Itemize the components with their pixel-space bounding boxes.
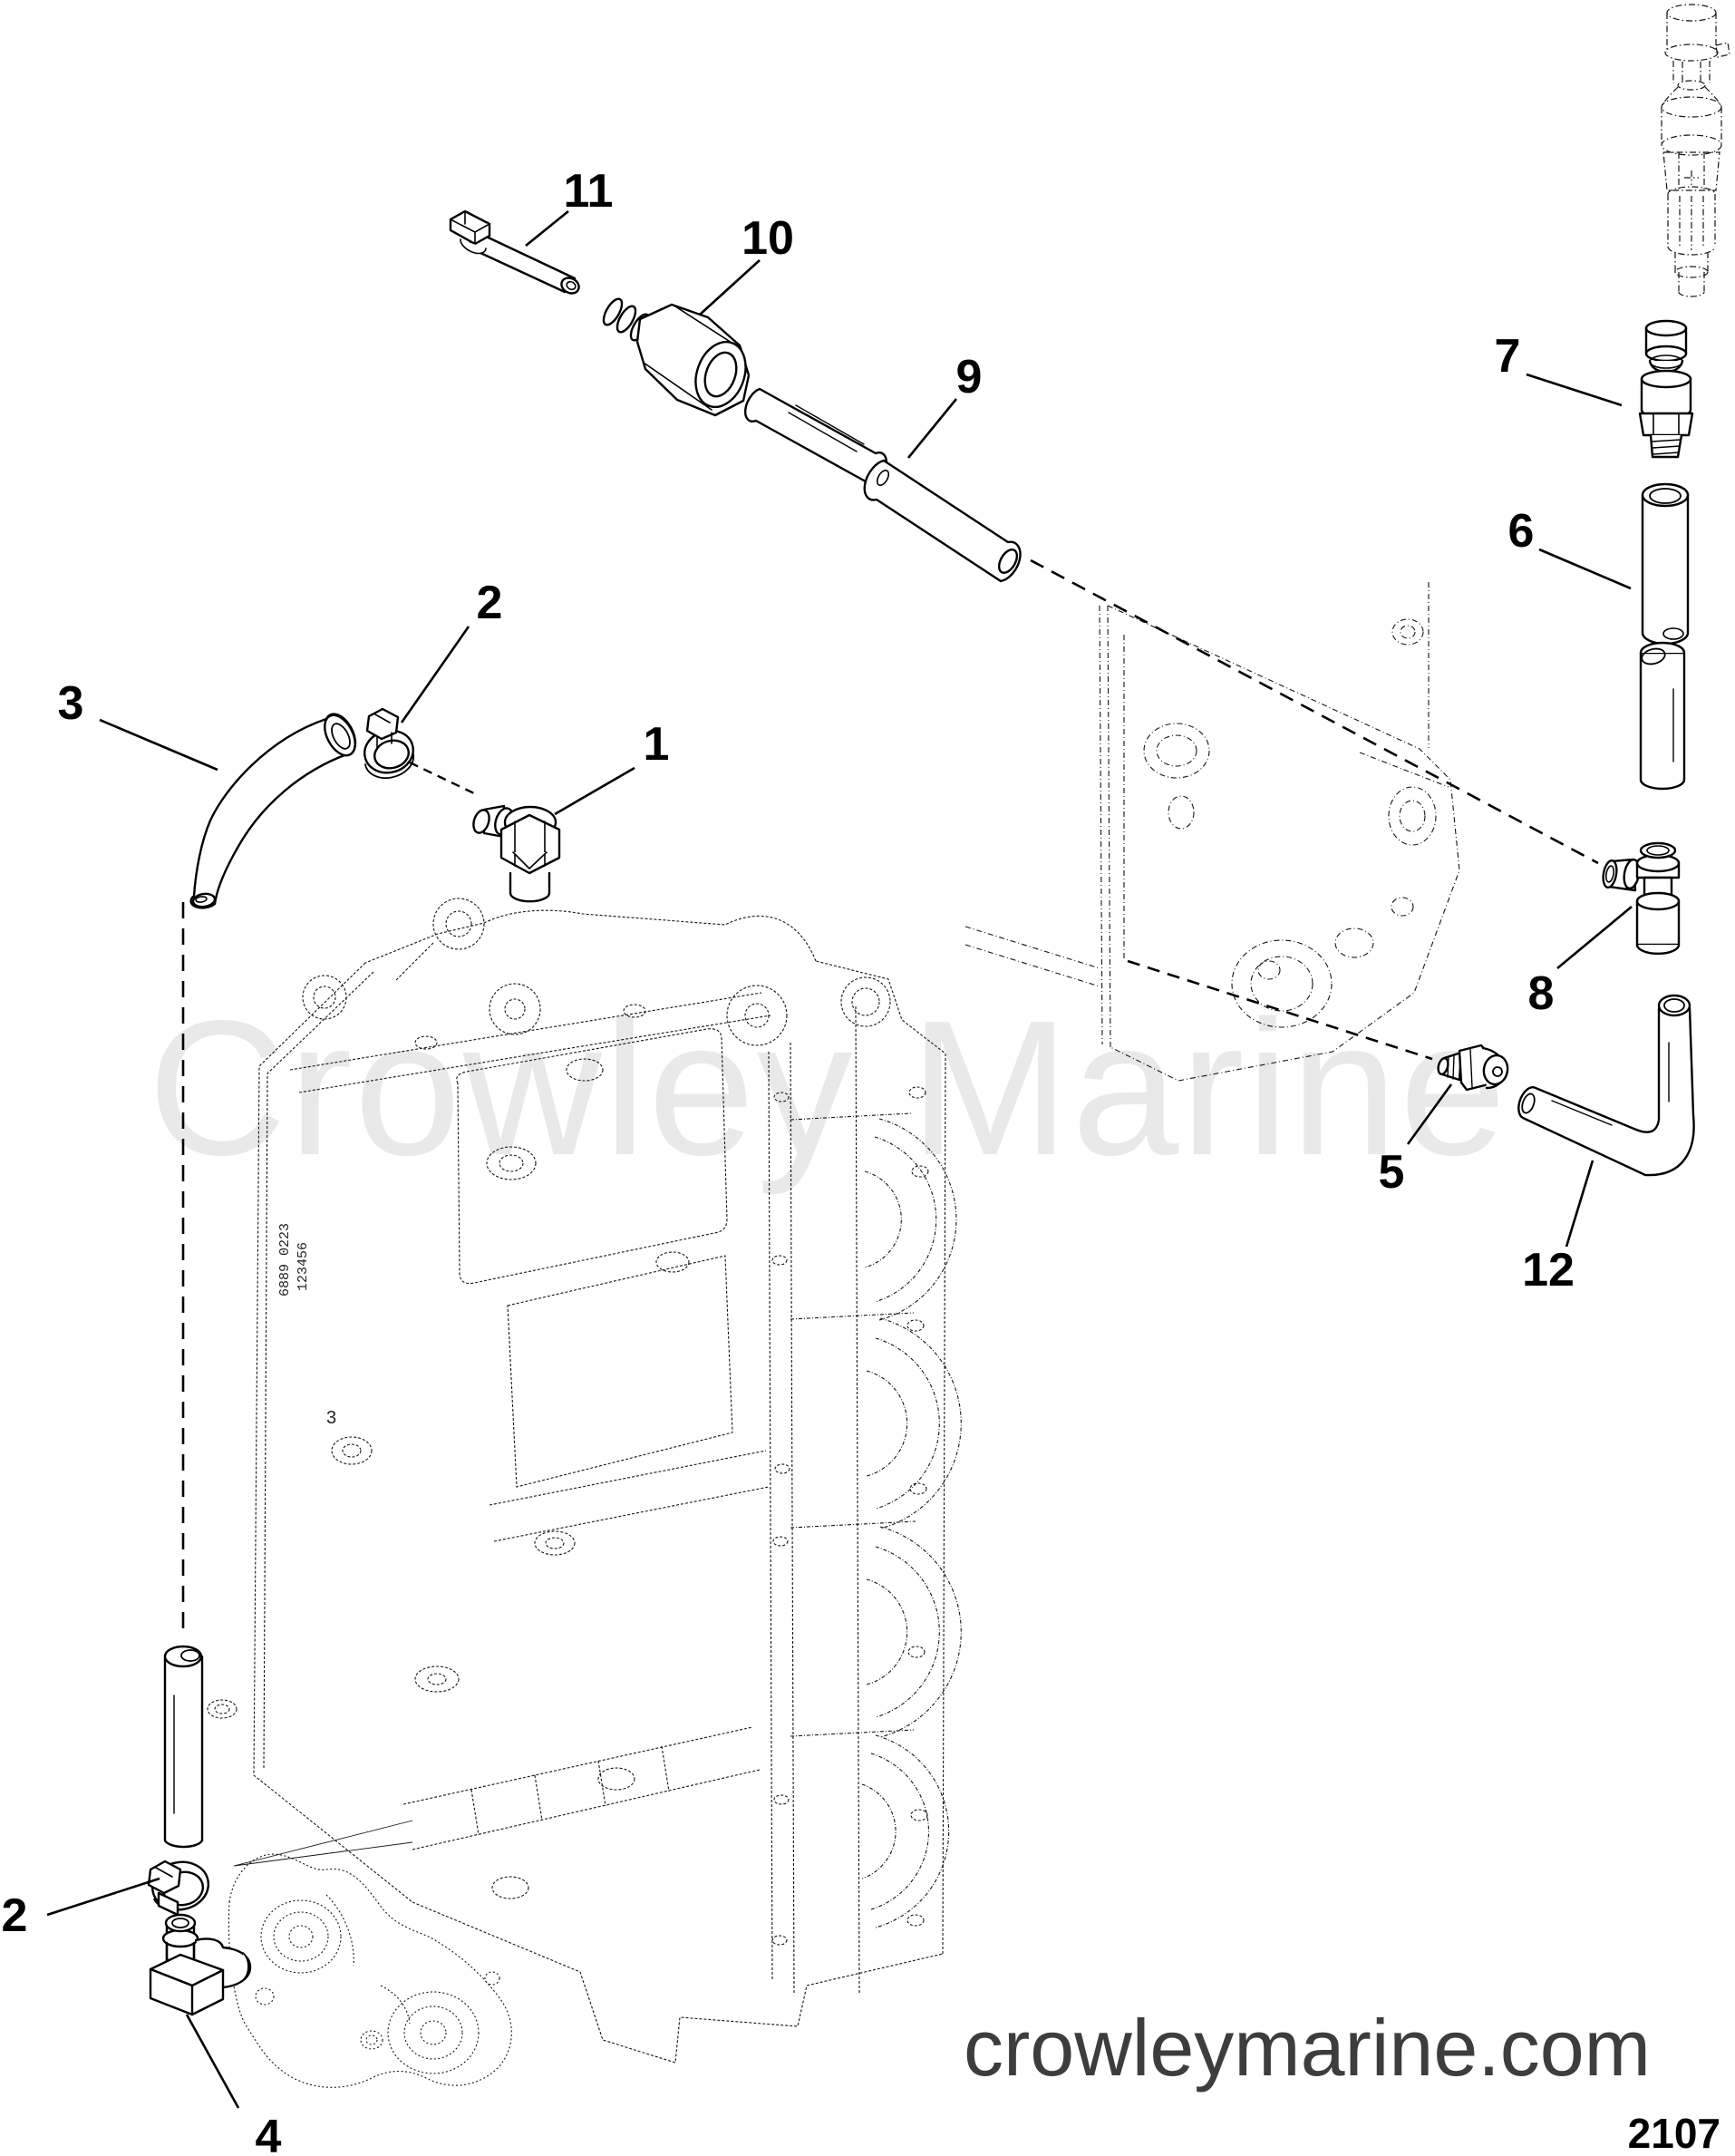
leader-2-lower [46, 1877, 160, 1917]
callout-label-5: 5 [1379, 1146, 1405, 1199]
leader-12 [1565, 1160, 1594, 1248]
callout-label-9: 9 [956, 351, 983, 403]
part-2-hose-clamp-upper [363, 707, 415, 780]
leader-5 [1406, 1083, 1453, 1145]
assembly-alignment-lines [181, 558, 1599, 1632]
engine-block-stamps: 6889 0223 123456 3 [277, 1223, 336, 1428]
watermark-text: Crowley Marine [148, 980, 1508, 1195]
ghost-panel-illustration [1099, 582, 1460, 1082]
callout-label-4: 4 [256, 2111, 282, 2156]
part-7-sensor-fitting [1638, 319, 1694, 459]
alignment-line-panel-to-fitting5 [1127, 959, 1433, 1061]
diagram-number: 2107 [1627, 2110, 1720, 2156]
leader-lines [46, 209, 1633, 2109]
ghost-sensor-illustration [1661, 4, 1730, 297]
part-12-elbow-hose [1517, 994, 1695, 1177]
part-1-elbow-fitting [472, 804, 561, 903]
leader-11 [525, 209, 569, 248]
part-9-tube [744, 387, 1022, 583]
callout-label-2-upper: 2 [477, 577, 503, 629]
part-3-straight-tube [163, 1645, 204, 1849]
leader-9 [906, 398, 958, 459]
callout-label-2-lower: 2 [2, 1889, 28, 1942]
callout-label-3: 3 [58, 677, 84, 730]
leader-7 [1526, 373, 1623, 407]
leader-8 [1556, 905, 1633, 970]
leader-4 [185, 2014, 240, 2109]
stamp-line-1: 6889 0223 [277, 1223, 293, 1297]
engine-block-illustration [207, 898, 1100, 2064]
part-3-curved-hose [189, 713, 357, 909]
callout-label-7: 7 [1495, 330, 1521, 383]
alignment-line-clamp2-to-fitting1 [409, 761, 475, 795]
leader-6 [1538, 548, 1632, 590]
part-5-fitting [1437, 1044, 1509, 1092]
leader-10 [699, 259, 761, 316]
part-2-hose-clamp-lower [147, 1860, 210, 1917]
callout-label-11: 11 [564, 165, 614, 218]
callout-label-6: 6 [1508, 505, 1535, 558]
callout-labels: 11 10 9 7 6 2 1 3 8 5 12 2 4 [2, 165, 1575, 2156]
end-cap-illustration [228, 1853, 512, 2088]
leader-3 [99, 718, 218, 772]
stamp-line-2: 123456 [296, 1242, 311, 1291]
callout-label-1: 1 [644, 718, 670, 771]
callout-label-10: 10 [741, 212, 794, 265]
alignment-line-tube9-to-tee8 [1030, 558, 1599, 865]
footer-website: crowleymarine.com [964, 2003, 1651, 2093]
part-11-fitting-pin [449, 209, 580, 295]
leader-2-upper [400, 626, 470, 724]
cast-mark: 3 [326, 1408, 336, 1428]
callout-label-12: 12 [1522, 1244, 1575, 1297]
leader-1 [554, 766, 635, 816]
callout-label-8: 8 [1528, 967, 1555, 1020]
part-8-tee-fitting [1602, 841, 1681, 956]
part-4-elbow-fitting [149, 1913, 252, 2016]
part-6-tube [1639, 482, 1690, 791]
part-10-hex-connector [602, 297, 751, 417]
